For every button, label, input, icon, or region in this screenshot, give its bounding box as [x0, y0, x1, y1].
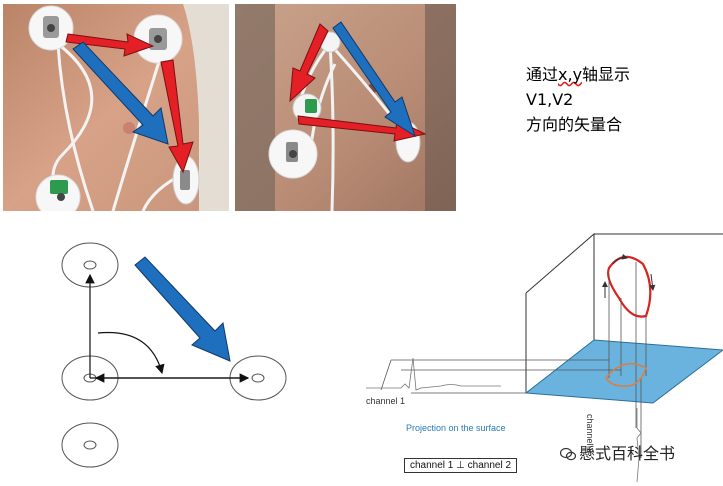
projection-label: Projection on the surface: [406, 423, 506, 433]
vector-caption: 通过x,y轴显示 V1,V2 方向的矢量合: [526, 62, 630, 137]
caption-line-3: 方向的矢量合: [526, 115, 623, 134]
caption-line1-suffix: 轴显示: [582, 65, 631, 84]
red-arrow-horizontal: [65, 33, 155, 57]
electrode-right: [172, 155, 200, 205]
channel2-trace: [636, 408, 642, 483]
channel1-trace: [366, 357, 501, 391]
projection-plane: [524, 339, 723, 404]
electrode-bottom-left: [35, 174, 81, 211]
caption-line1-prefix: 通过: [526, 65, 559, 84]
channel2-label: channel 2: [585, 414, 595, 454]
caption-axes: x,y: [558, 65, 583, 84]
projected-loop: [605, 363, 647, 387]
red-arrow-vertical: [160, 59, 194, 174]
electrode-schematic: [40, 233, 300, 478]
electrode-right-photo-left: [268, 129, 318, 179]
blue-arrow-diagonal: [72, 41, 169, 145]
channel1-label: channel 1: [366, 396, 406, 406]
watermark-text: 懸式百科全书: [579, 444, 676, 463]
caption-line-1: 通过x,y轴显示: [526, 62, 630, 87]
vector-loop: [607, 255, 652, 318]
blue-arrow-right-down: [332, 21, 416, 138]
chest-photo-right: [235, 4, 456, 211]
back-plane-edge: [525, 232, 595, 350]
perpendicular-label: channel 1 ⊥ channel 2: [404, 458, 518, 473]
electrode-circle-bottom: [61, 422, 119, 468]
projection-diagram: [361, 228, 723, 483]
caption-line-2: V1,V2: [526, 90, 574, 109]
chest-photo-left: [3, 4, 229, 211]
blue-arrow-schematic: [134, 256, 231, 362]
wechat-icon: [560, 447, 576, 461]
angle-arc: [97, 331, 165, 375]
red-arrow-left-down: [289, 23, 329, 103]
electrode-top-right: [133, 14, 183, 64]
red-arrow-right: [297, 115, 427, 142]
watermark: 懸式百科全书: [560, 440, 675, 464]
electrode-top-left: [28, 5, 74, 51]
